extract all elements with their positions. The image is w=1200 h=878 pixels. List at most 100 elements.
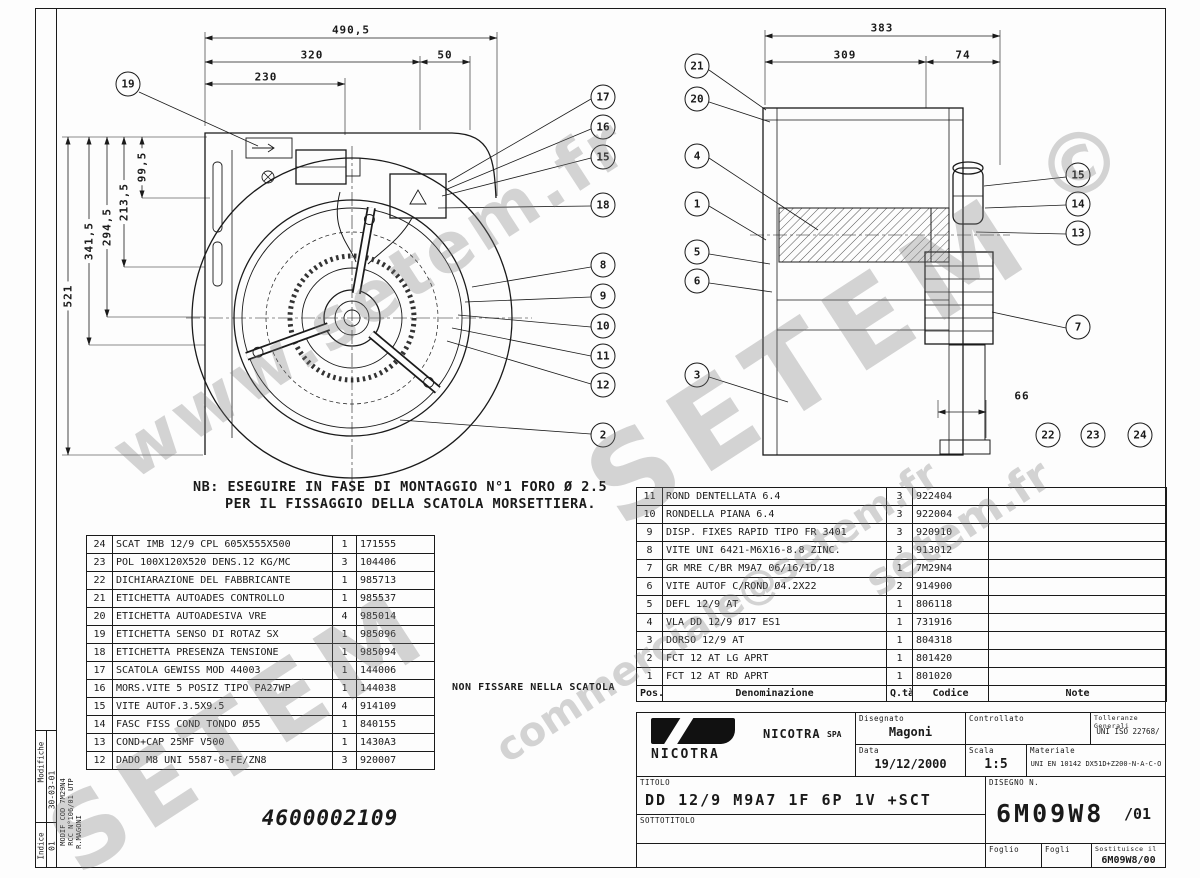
foglio-cell: Foglio bbox=[985, 843, 1042, 868]
bom-description: RONDELLA PIANA 6.4 bbox=[662, 505, 887, 524]
revision-strip-line-mid bbox=[35, 822, 57, 823]
bom-code: 985094 bbox=[356, 643, 435, 662]
dim-label-66: 66 bbox=[1011, 389, 1033, 403]
bom-description: MORS.VITE 5 POSIZ TIPO PA27WP bbox=[112, 679, 333, 698]
bom-quantity: 1 bbox=[332, 571, 357, 590]
bom-header-pos: Pos. bbox=[636, 685, 663, 702]
dim-label-341-5: 341,5 bbox=[82, 218, 96, 264]
part-callout-balloon: 19 bbox=[115, 71, 141, 97]
bom-quantity: 2 bbox=[886, 577, 913, 596]
bom-description: ROND DENTELLATA 6.4 bbox=[662, 487, 887, 506]
part-callout-balloon: 15 bbox=[1065, 162, 1091, 188]
bom-description: FCT 12 AT RD APRT bbox=[662, 667, 887, 686]
bom-description: VITE AUTOF C/ROND Ø4.2X22 bbox=[662, 577, 887, 596]
bom-description: VITE AUTOF.3.5X9.5 bbox=[112, 697, 333, 716]
bom-left-row: 20 ETICHETTA AUTOADESIVA VRE 4 985014 bbox=[86, 607, 435, 626]
bom-code: 920910 bbox=[912, 523, 989, 542]
drawing-revision: /01 bbox=[1124, 805, 1152, 823]
bom-code: 985537 bbox=[356, 589, 435, 608]
bom-right-row: 11 ROND DENTELLATA 6.4 3 922404 bbox=[636, 487, 1167, 506]
checked-label: Controllato bbox=[969, 714, 1025, 723]
bom-quantity: 3 bbox=[332, 553, 357, 572]
tolerances-cell: Tolleranze Generali UNI ISO 22768/ bbox=[1090, 712, 1166, 745]
bom-right-row: 5 DEFL 12/9 AT 1 806118 bbox=[636, 595, 1167, 614]
material-value: UNI EN 10142 DX51D+Z200-N-A-C-O bbox=[1030, 760, 1162, 768]
tolerances-label: Tolleranze Generali bbox=[1094, 714, 1139, 730]
bom-pos: 18 bbox=[86, 643, 113, 662]
replaces-value: 6M09W8/00 bbox=[1101, 855, 1156, 866]
bom-quantity: 1 bbox=[332, 661, 357, 680]
assembly-note-line2: PER IL FISSAGGIO DELLA SCATOLA MORSETTIE… bbox=[225, 496, 596, 512]
bom-pos: 15 bbox=[86, 697, 113, 716]
bom-note bbox=[988, 541, 1167, 560]
date-value: 19/12/2000 bbox=[874, 757, 947, 771]
bom-quantity: 3 bbox=[886, 487, 913, 506]
bom-code: 840155 bbox=[356, 715, 435, 734]
bom-header-quantity: Q.tà bbox=[886, 685, 913, 702]
bom-right-row: 3 DORSO 12/9 AT 1 804318 bbox=[636, 631, 1167, 650]
bom-quantity: 1 bbox=[332, 715, 357, 734]
replaces-cell: Sostituisce il 6M09W8/00 bbox=[1091, 843, 1166, 868]
bom-description: ETICHETTA SENSO DI ROTAZ SX bbox=[112, 625, 333, 644]
front-view bbox=[186, 132, 532, 492]
bom-note bbox=[988, 487, 1167, 506]
bom-description: DORSO 12/9 AT bbox=[662, 631, 887, 650]
bom-pos: 4 bbox=[636, 613, 663, 632]
drawn-value: Magoni bbox=[888, 725, 933, 739]
part-callout-balloon: 18 bbox=[590, 192, 616, 218]
dim-label-521: 521 bbox=[61, 281, 75, 311]
bom-quantity: 3 bbox=[886, 505, 913, 524]
bom-left-row: 13 COND+CAP 25MF V500 1 1430A3 bbox=[86, 733, 435, 752]
bom-quantity: 1 bbox=[332, 643, 357, 662]
bom-header-note: Note bbox=[988, 685, 1167, 702]
bom-quantity: 4 bbox=[332, 607, 357, 626]
bom-quantity: 1 bbox=[886, 649, 913, 668]
part-callout-balloon: 13 bbox=[1065, 220, 1091, 246]
bom-pos: 13 bbox=[86, 733, 113, 752]
fogli-cell: Fogli bbox=[1041, 843, 1092, 868]
bom-pos: 7 bbox=[636, 559, 663, 578]
bom-left-row: 19 ETICHETTA SENSO DI ROTAZ SX 1 985096 bbox=[86, 625, 435, 644]
replaces-label: Sostituisce il bbox=[1095, 845, 1157, 853]
bom-right-row: 10 RONDELLA PIANA 6.4 3 922004 bbox=[636, 505, 1167, 524]
part-callout-balloon: 5 bbox=[684, 239, 710, 265]
part-callout-balloon: 7 bbox=[1065, 314, 1091, 340]
bom-pos: 21 bbox=[86, 589, 113, 608]
bom-code: 914109 bbox=[356, 697, 435, 716]
bom-code: 1430A3 bbox=[356, 733, 435, 752]
bom-side-note: NON FISSARE NELLA SCATOLA bbox=[452, 682, 616, 693]
bom-right-row: 2 FCT 12 AT LG APRT 1 801420 bbox=[636, 649, 1167, 668]
nicotra-logo-icon bbox=[651, 718, 735, 744]
bom-note bbox=[988, 649, 1167, 668]
part-callout-balloon: 22 bbox=[1035, 422, 1061, 448]
dim-label-309: 309 bbox=[830, 48, 860, 62]
bom-left-row: 14 FASC FISS COND TONDO Ø55 1 840155 bbox=[86, 715, 435, 734]
bom-note bbox=[988, 613, 1167, 632]
material-label: Materiale bbox=[1030, 746, 1076, 755]
bom-quantity: 1 bbox=[886, 613, 913, 632]
bom-code: 922004 bbox=[912, 505, 989, 524]
bom-left-row: 15 VITE AUTOF.3.5X9.5 4 914109 bbox=[86, 697, 435, 716]
date-cell: Data 19/12/2000 bbox=[855, 744, 966, 777]
part-callout-balloon: 21 bbox=[684, 53, 710, 79]
side-view bbox=[750, 107, 1010, 456]
part-callout-balloon: 12 bbox=[590, 372, 616, 398]
bom-pos: 11 bbox=[636, 487, 663, 506]
bom-pos: 10 bbox=[636, 505, 663, 524]
part-callout-balloon: 1 bbox=[684, 191, 710, 217]
bom-code: 804318 bbox=[912, 631, 989, 650]
bom-quantity: 1 bbox=[332, 535, 357, 554]
assembly-note-line1: NB: ESEGUIRE IN FASE DI MONTAGGIO N°1 FO… bbox=[193, 479, 608, 495]
bom-code: 7M29N4 bbox=[912, 559, 989, 578]
part-callout-balloon: 16 bbox=[590, 114, 616, 140]
company-suffix: SPA bbox=[827, 730, 842, 739]
bom-table-right: 11 ROND DENTELLATA 6.4 3 922404 10 RONDE… bbox=[636, 487, 1167, 702]
bom-code: 801420 bbox=[912, 649, 989, 668]
bom-quantity: 1 bbox=[886, 559, 913, 578]
dim-label-213-5: 213,5 bbox=[117, 179, 131, 225]
bom-description: COND+CAP 25MF V500 bbox=[112, 733, 333, 752]
bom-code: 731916 bbox=[912, 613, 989, 632]
drawn-cell: Disegnato Magoni bbox=[855, 712, 966, 745]
bom-description: VLA DD 12/9 Ø17 ES1 bbox=[662, 613, 887, 632]
tolerances-value: UNI ISO 22768/ bbox=[1096, 727, 1160, 736]
